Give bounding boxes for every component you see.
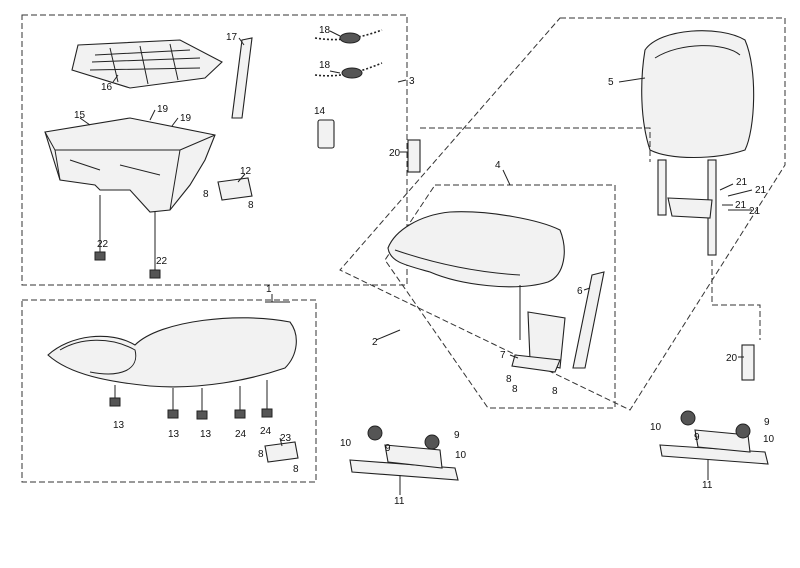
passenger-seat-part bbox=[387, 211, 565, 288]
carrier-bracket-part-a bbox=[349, 444, 459, 481]
callout-5: 5 bbox=[608, 77, 614, 88]
group-box-backrest-assembly bbox=[339, 17, 786, 411]
callout-22-b: 22 bbox=[156, 256, 168, 267]
guide-line-lower bbox=[711, 260, 761, 340]
knob-part-c bbox=[680, 410, 696, 426]
callout-22-a: 22 bbox=[97, 239, 109, 250]
seat-bushing-part-b bbox=[261, 408, 273, 418]
callout-17: 17 bbox=[226, 32, 238, 43]
callout-9-a: 9 bbox=[385, 443, 391, 454]
callout-7: 7 bbox=[500, 350, 506, 361]
backrest-post-part-a bbox=[657, 159, 667, 216]
seat-bushing-part-a bbox=[234, 409, 246, 419]
callout-8-f: 8 bbox=[258, 449, 264, 460]
callout-10-b: 10 bbox=[455, 450, 467, 461]
callout-8-c: 8 bbox=[506, 374, 512, 385]
callout-21-d: 21 bbox=[749, 206, 761, 217]
rubber-foot-part-a bbox=[94, 251, 106, 261]
callout-21-b: 21 bbox=[755, 185, 767, 196]
callout-8-g: 8 bbox=[293, 464, 299, 475]
callout-8-a: 8 bbox=[203, 189, 209, 200]
callout-24-a: 24 bbox=[235, 429, 247, 440]
strap-part bbox=[231, 37, 253, 119]
backrest-part bbox=[641, 30, 755, 159]
callout-6: 6 bbox=[577, 286, 583, 297]
callout-13-a: 13 bbox=[113, 420, 125, 431]
callout-20-b: 20 bbox=[726, 353, 738, 364]
carrier-bracket-part-b bbox=[659, 429, 769, 465]
callout-15: 15 bbox=[74, 110, 86, 121]
callout-13-c: 13 bbox=[200, 429, 212, 440]
cable-clip-upper bbox=[339, 32, 361, 44]
callout-labels: 1 2 3 4 5 6 7 8 8 8 8 8 8 8 9 9 9 9 10 1… bbox=[74, 25, 775, 507]
callout-10-d: 10 bbox=[763, 434, 775, 445]
callout-18-b: 18 bbox=[319, 60, 331, 71]
storage-box-part bbox=[44, 117, 216, 213]
main-seat-part bbox=[47, 317, 297, 388]
callout-13-b: 13 bbox=[168, 429, 180, 440]
callout-10-a: 10 bbox=[340, 438, 352, 449]
callout-2: 2 bbox=[372, 337, 378, 348]
callout-21-a: 21 bbox=[736, 177, 748, 188]
callout-20-a: 20 bbox=[389, 148, 401, 159]
group-box-storage bbox=[21, 14, 408, 286]
callout-19-b: 19 bbox=[180, 113, 192, 124]
seat-latch-part bbox=[264, 441, 299, 463]
callout-21-c: 21 bbox=[735, 200, 747, 211]
latch-part bbox=[317, 119, 335, 149]
backrest-sleeve-part-b bbox=[741, 344, 755, 381]
leader-lines bbox=[79, 30, 753, 495]
callout-9-c: 9 bbox=[694, 432, 700, 443]
seat-grommet-part-b bbox=[167, 409, 179, 419]
callout-14: 14 bbox=[314, 106, 326, 117]
callout-23: 23 bbox=[280, 433, 292, 444]
callout-11-b: 11 bbox=[702, 480, 713, 491]
callout-16: 16 bbox=[101, 82, 113, 93]
callout-24-b: 24 bbox=[260, 426, 272, 437]
knob-part-b bbox=[424, 434, 440, 450]
callout-18-a: 18 bbox=[319, 25, 331, 36]
rubber-foot-part-b bbox=[149, 269, 161, 279]
seat-grommet-part-c bbox=[196, 410, 208, 420]
guide-line-upper bbox=[420, 127, 651, 162]
callout-9-b: 9 bbox=[454, 430, 460, 441]
callout-12: 12 bbox=[240, 166, 252, 177]
group-box-seat bbox=[21, 299, 317, 483]
callout-4: 4 bbox=[495, 160, 501, 171]
callout-3: 3 bbox=[409, 76, 415, 87]
knob-part-a bbox=[367, 425, 383, 441]
backrest-bracket-part bbox=[667, 197, 713, 219]
seat-bracket-part bbox=[511, 354, 561, 373]
cable-clip-lower bbox=[341, 67, 363, 79]
callout-19-a: 19 bbox=[157, 104, 169, 115]
tray-part bbox=[71, 39, 223, 89]
passenger-strap-part bbox=[572, 271, 605, 369]
callout-1: 1 bbox=[266, 284, 272, 295]
seat-grommet-part-a bbox=[109, 397, 121, 407]
hinge-bracket-part bbox=[217, 177, 253, 201]
callout-8-b: 8 bbox=[248, 200, 254, 211]
callout-8-e: 8 bbox=[552, 386, 558, 397]
backrest-sleeve-part-a bbox=[407, 139, 421, 173]
callout-10-c: 10 bbox=[650, 422, 662, 433]
seat-mount-plate-part bbox=[527, 311, 566, 369]
cable-part-upper bbox=[314, 29, 383, 41]
callout-8-d: 8 bbox=[512, 384, 518, 395]
callout-11-a: 11 bbox=[394, 496, 405, 507]
knob-part-d bbox=[735, 423, 751, 439]
callout-9-d: 9 bbox=[764, 417, 770, 428]
